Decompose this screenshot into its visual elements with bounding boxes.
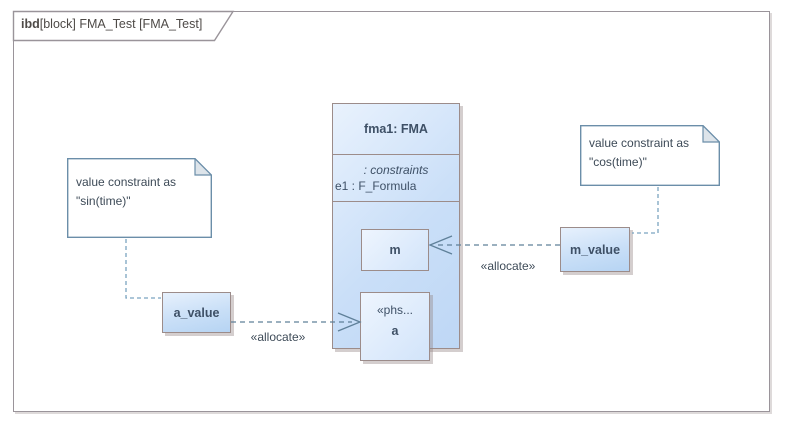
part-a-stereotype: «phs... [376,303,414,317]
block-fma1-header: fma1: FMA [333,104,459,154]
note-cos-text: value constraint as "cos(time)" [589,134,714,172]
note-sin-line1: value constraint as [76,175,177,189]
frame-title-rest: [block] FMA_Test [FMA_Test] [39,17,203,31]
constraint-item: e1 : F_Formula [335,179,417,193]
note-sin[interactable]: value constraint as "sin(time)" [67,157,213,238]
part-a[interactable]: «phs... a [360,292,430,361]
block-a-value-label: a_value [173,305,220,320]
part-m[interactable]: m [361,229,429,271]
block-m-value[interactable]: m_value [560,227,630,272]
note-cos-line2: "cos(time)" [589,155,647,169]
block-fma1-constraints-compartment: : constraints e1 : F_Formula [333,154,459,202]
note-cos[interactable]: value constraint as "cos(time)" [580,124,721,186]
block-a-value[interactable]: a_value [162,292,231,333]
frame-title-keyword: ibd [21,17,40,31]
note-fold-icon [702,124,721,143]
note-outline [67,157,213,238]
part-a-label: a [391,324,399,338]
frame-title: ibd[block] FMA_Test [FMA_Test] [21,17,231,37]
note-cos-line1: value constraint as [589,136,690,150]
note-sin-line2: "sin(time)" [76,194,131,208]
block-fma1-name: fma1: FMA [364,122,428,136]
allocate-label-m: «allocate» [480,259,536,273]
constraints-label: : constraints [363,163,429,177]
part-m-label: m [389,243,401,257]
block-m-value-label: m_value [569,242,621,257]
note-outline [580,124,721,186]
allocate-label-a: «allocate» [250,330,306,344]
note-sin-text: value constraint as "sin(time)" [76,173,206,211]
note-fold-icon [194,157,213,176]
